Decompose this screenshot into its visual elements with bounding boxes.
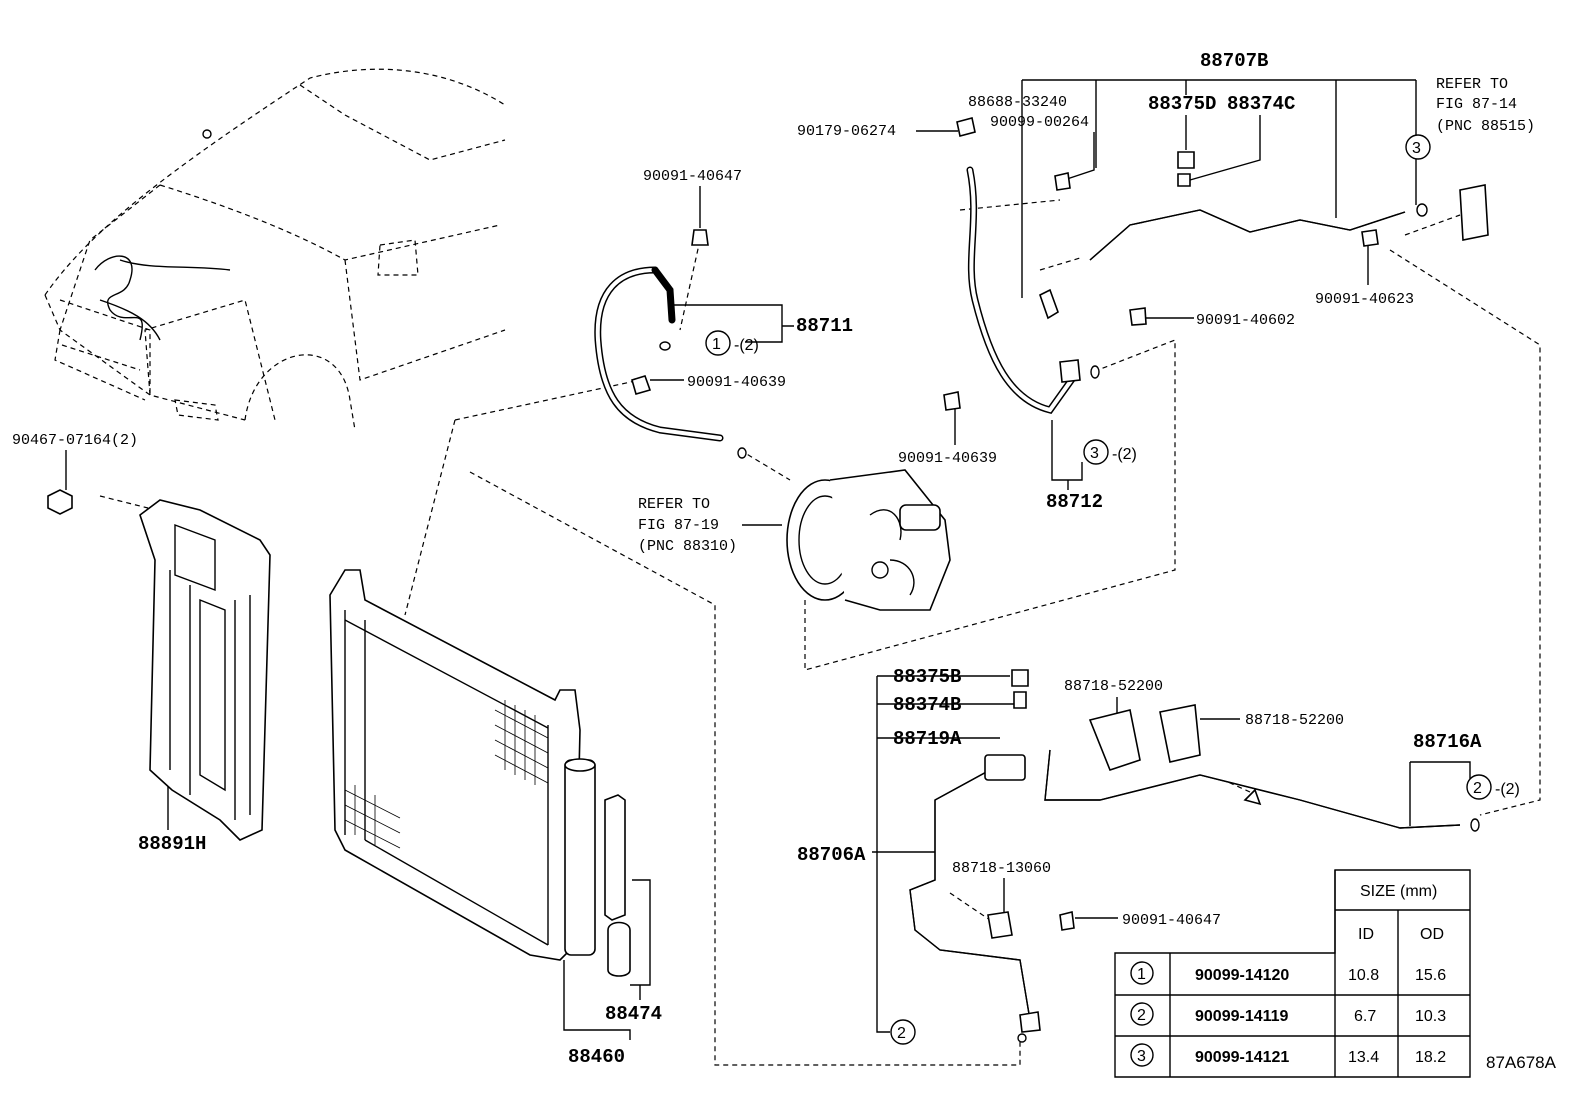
row-ref: 2 bbox=[1137, 1007, 1146, 1024]
label-88718-52200-a: 88718-52200 bbox=[1064, 678, 1163, 695]
callout-2b-number: 2 bbox=[897, 1025, 906, 1042]
label-88706A: 88706A bbox=[797, 844, 866, 866]
callout-2a-number: 2 bbox=[1473, 780, 1482, 797]
label-88718-13060: 88718-13060 bbox=[952, 860, 1051, 877]
refer-note-1-line1: REFER TO bbox=[1436, 76, 1508, 93]
refer-note-1-line2: FIG 87-14 bbox=[1436, 96, 1517, 113]
table-row: 2 90099-14119 6.7 10.3 bbox=[1130, 1002, 1446, 1026]
callout-3a-number: 3 bbox=[1412, 140, 1421, 157]
label-88460: 88460 bbox=[568, 1046, 625, 1068]
row-od: 18.2 bbox=[1415, 1049, 1446, 1066]
label-90091-40647-bottom: 90091-40647 bbox=[1122, 912, 1221, 929]
vehicle-outline bbox=[44, 68, 506, 431]
row-ref: 1 bbox=[1137, 966, 1146, 983]
lower-labels: 88891H 88375B 88374B 88719A 88718-52200 … bbox=[138, 666, 1557, 1072]
row-part: 90099-14121 bbox=[1195, 1049, 1289, 1066]
label-88718-52200-b: 88718-52200 bbox=[1245, 712, 1344, 729]
air-duct-88891H bbox=[47, 489, 271, 841]
label-88374B: 88374B bbox=[893, 694, 961, 716]
callout-3b: 3 -(2) bbox=[1083, 439, 1137, 465]
row-od: 15.6 bbox=[1415, 967, 1446, 984]
size-table-col-id: ID bbox=[1358, 926, 1374, 943]
callout-2a-qty: -(2) bbox=[1495, 781, 1520, 798]
diagram-code: 87A678A bbox=[1486, 1053, 1557, 1072]
label-90467-07164: 90467-07164(2) bbox=[12, 432, 138, 449]
small-parts bbox=[631, 117, 1489, 1043]
refer-note-1-line3: (PNC 88515) bbox=[1436, 118, 1535, 135]
callout-3b-qty: -(2) bbox=[1112, 446, 1137, 463]
label-88719A: 88719A bbox=[893, 728, 962, 750]
callout-3b-number: 3 bbox=[1090, 445, 1099, 462]
label-88716A: 88716A bbox=[1413, 731, 1482, 753]
refer-note-2-line2: FIG 87-19 bbox=[638, 517, 719, 534]
row-part: 90099-14120 bbox=[1195, 967, 1289, 984]
size-table-title: SIZE (mm) bbox=[1360, 883, 1437, 900]
callout-1: 1 -(2) bbox=[705, 330, 759, 356]
label-88474: 88474 bbox=[605, 1003, 662, 1025]
label-90091-40639-a: 90091-40639 bbox=[687, 374, 786, 391]
row-id: 13.4 bbox=[1348, 1049, 1379, 1066]
callout-1-number: 1 bbox=[712, 336, 721, 353]
row-od: 10.3 bbox=[1415, 1008, 1446, 1025]
label-88688-33240: 88688-33240 bbox=[968, 94, 1067, 111]
label-90179-06274: 90179-06274 bbox=[797, 123, 896, 140]
label-90091-40647-top: 90091-40647 bbox=[643, 168, 742, 185]
compressor bbox=[786, 469, 951, 611]
callout-2b: 2 bbox=[890, 1019, 916, 1045]
label-88891H: 88891H bbox=[138, 833, 206, 855]
condenser-88460 bbox=[329, 569, 631, 977]
refer-note-2-line1: REFER TO bbox=[638, 496, 710, 513]
label-88375B: 88375B bbox=[893, 666, 961, 688]
row-id: 6.7 bbox=[1354, 1008, 1376, 1025]
label-88375D: 88375D bbox=[1148, 93, 1216, 115]
leader-lines bbox=[65, 79, 1471, 1040]
size-table-col-od: OD bbox=[1420, 926, 1444, 943]
label-88374C: 88374C bbox=[1227, 93, 1295, 115]
label-88712: 88712 bbox=[1046, 491, 1103, 513]
callout-2a: 2 -(2) bbox=[1466, 774, 1520, 800]
label-90099-00264: 90099-00264 bbox=[990, 114, 1089, 131]
label-90091-40639-b: 90091-40639 bbox=[898, 450, 997, 467]
row-ref: 3 bbox=[1137, 1048, 1146, 1065]
label-90091-40623: 90091-40623 bbox=[1315, 291, 1414, 308]
row-part: 90099-14119 bbox=[1195, 1008, 1289, 1025]
refer-note-2-line3: (PNC 88310) bbox=[638, 538, 737, 555]
callout-3a: 3 bbox=[1405, 134, 1431, 160]
label-88707B: 88707B bbox=[1200, 50, 1268, 72]
size-table: SIZE (mm) ID OD 1 90099-14120 10.8 15.6 … bbox=[1114, 869, 1471, 1078]
row-id: 10.8 bbox=[1348, 967, 1379, 984]
upper-labels: 88707B REFER TO FIG 87-14 (PNC 88515) 88… bbox=[12, 50, 1535, 555]
table-row: 1 90099-14120 10.8 15.6 bbox=[1130, 961, 1446, 985]
callout-1-qty: -(2) bbox=[734, 337, 759, 354]
table-row: 3 90099-14121 13.4 18.2 bbox=[1130, 1043, 1446, 1067]
label-90091-40602: 90091-40602 bbox=[1196, 312, 1295, 329]
hoses bbox=[594, 166, 1461, 1021]
label-88711: 88711 bbox=[796, 315, 853, 337]
